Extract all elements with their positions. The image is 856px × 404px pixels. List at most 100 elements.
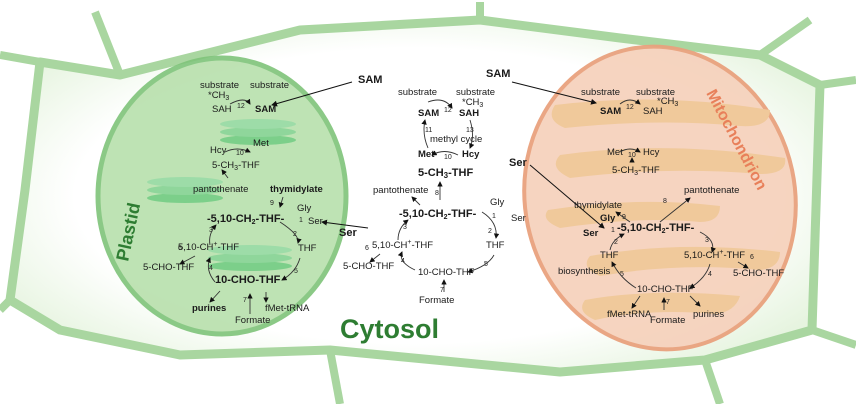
mito-sam: SAM (600, 106, 621, 117)
plastid-5-cho-thf: 5-CHO-THF (143, 262, 194, 273)
cytosol-thf: THF (486, 240, 505, 251)
cytosol-gly: Gly (490, 197, 505, 208)
cytosol-step-2: 2 (488, 228, 492, 235)
plastid-ser: Ser (308, 216, 323, 227)
mito-5-10-ch2-thf: -5,10-CH2-THF- (617, 222, 695, 235)
cytosol-step-3: 3 (403, 224, 407, 231)
plastid-step-12: 12 (237, 103, 245, 110)
plastid-step-9: 9 (270, 200, 274, 207)
cytosol-ser-right: Ser (509, 157, 527, 169)
cytosol-step-11: 11 (425, 127, 432, 134)
plastid-5-10-ch-thf: 5,10-CH+-THF (178, 241, 239, 253)
cytosol-sam-left: SAM (358, 74, 382, 86)
mito-step-5: 5 (620, 271, 624, 278)
plastid-step-10: 10 (236, 150, 244, 157)
mito-formate: Formate (650, 315, 685, 326)
cytosol-step-8: 8 (435, 190, 439, 197)
mito-substrate-ch3: substrate (636, 87, 675, 98)
mito-thf: THF (600, 250, 619, 261)
cytosol-hcy: Hcy (462, 149, 480, 160)
cytosol-5-ch3-thf: 5-CH3-THF (418, 167, 473, 180)
cytosol-met: Met (418, 149, 435, 160)
cytosol-formate: Formate (419, 295, 454, 306)
mito-ser: Ser (583, 228, 599, 239)
cytosol-step-13: 13 (466, 127, 474, 134)
mitochondrion-arrows (609, 99, 749, 310)
cytosol-step-6: 6 (365, 245, 369, 252)
plastid-step-5: 5 (294, 268, 298, 275)
plastid-substrate: substrate (250, 80, 289, 91)
mito-hcy: Hcy (643, 147, 660, 158)
plastid-step-3: 3 (209, 227, 213, 234)
plastid-arrows (179, 98, 302, 314)
cytosol-title: Cytosol (340, 314, 439, 344)
plastid-gly: Gly (297, 203, 312, 214)
plastid-met: Met (253, 138, 269, 149)
plastid-step-7: 7 (243, 297, 247, 304)
plastid-substrate-ch3: substrate (200, 80, 239, 91)
plastid-purines: purines (192, 303, 226, 314)
mito-step-12: 12 (626, 104, 634, 111)
cytosol-step-7: 7 (440, 287, 444, 294)
mito-pantothenate: pantothenate (684, 185, 739, 196)
plastid-step-1: 1 (299, 217, 303, 224)
mito-step-8: 8 (663, 198, 667, 205)
mito-10-cho-thf: 10-CHO-THF (637, 284, 694, 295)
mito-met: Met (607, 147, 623, 158)
cytosol-sam: SAM (418, 108, 439, 119)
cytosol-5-10-ch2-thf: -5,10-CH2-THF- (399, 208, 477, 221)
mito-sah: SAH (643, 106, 663, 117)
cytosol-5-cho-thf: 5-CHO-THF (343, 261, 394, 272)
cytosol-labels: SAM SAM substrate substrate *CH3 SAM SAH… (339, 68, 527, 306)
mito-fmet-trna: fMet-tRNA (607, 309, 652, 320)
mito-5-ch3-thf: 5-CH3-THF (612, 165, 660, 177)
cytosol-step-12: 12 (444, 107, 452, 114)
mito-gly: Gly (600, 213, 616, 224)
cytosol-pantothenate: pantothenate (373, 185, 428, 196)
plastid-5-10-ch2-thf: -5,10-CH2-THF- (207, 213, 285, 226)
plastid-pantothenate: pantothenate (193, 184, 248, 195)
thylakoid-stack-2 (147, 177, 223, 203)
plastid-step-4: 4 (209, 265, 213, 272)
plastid-10-cho-thf: 10-CHO-THF (215, 274, 281, 286)
plastid-sah: SAH (212, 104, 232, 115)
plastid-fmet-trna: fMet-tRNA (265, 303, 310, 314)
mito-5-cho-thf: 5-CHO-THF (733, 268, 784, 279)
mito-substrate: substrate (581, 87, 620, 98)
cytosol-substrate-ch3: substrate (456, 87, 495, 98)
thylakoid-stack-3 (208, 245, 292, 271)
mito-step-7: 7 (666, 299, 670, 306)
plastid-formate: Formate (235, 315, 270, 326)
plastid-sam: SAM (255, 104, 276, 115)
cytosol-ch3: *CH3 (462, 97, 483, 109)
mito-step-1: 1 (611, 227, 615, 234)
plastid-hcy: Hcy (210, 145, 227, 156)
plastid-ch3: *CH3 (208, 90, 229, 102)
plastid-labels: substrate *CH3 substrate SAH SAM 12 Met … (143, 80, 323, 326)
mito-step-2: 2 (614, 239, 618, 246)
mito-step-10: 10 (628, 152, 636, 159)
mito-step-6: 6 (750, 254, 754, 261)
cytosol-sam-right: SAM (486, 68, 510, 80)
cytosol-5-10-ch-thf: 5,10-CH+-THF (372, 239, 433, 251)
mito-step-4: 4 (708, 271, 712, 278)
mito-step-3: 3 (705, 237, 709, 244)
mitochondrion-labels: substrate substrate *CH3 SAM 12 SAH Met … (558, 87, 784, 326)
plastid (95, 55, 349, 337)
cytosol-substrate: substrate (398, 87, 437, 98)
mito-purines: purines (693, 309, 724, 320)
cytosol-step-1: 1 (492, 213, 496, 220)
mito-5-10-ch-thf: 5,10-CH+-THF (684, 249, 745, 261)
plastid-5-ch3-thf: 5-CH3-THF (212, 160, 260, 172)
cytosol-step-10: 10 (444, 154, 452, 161)
mito-thymidylate: thymidylate (574, 200, 622, 211)
plastid-step-6: 6 (178, 245, 182, 252)
mito-biosynthesis: biosynthesis (558, 266, 611, 277)
cytosol-step-5: 5 (484, 261, 488, 268)
plastid-thymidylate: thymidylate (270, 184, 323, 195)
plastid-thf: THF (298, 243, 317, 254)
cytosol-ser-left: Ser (339, 227, 357, 239)
cytosol-arrows (271, 81, 605, 292)
cristae (545, 99, 786, 320)
